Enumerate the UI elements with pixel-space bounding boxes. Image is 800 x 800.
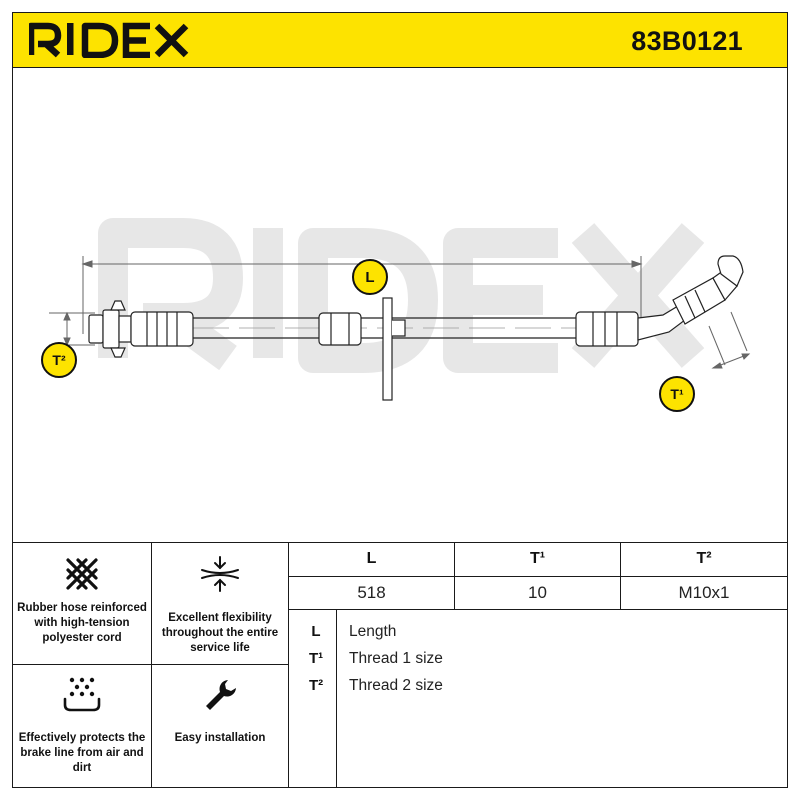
divider [336,609,337,788]
spec-value-thread1: 10 [528,583,547,602]
legend-value: Thread 2 size [349,677,443,694]
thread2-dimension [49,311,95,347]
divider [151,543,152,788]
protection-dots-icon [63,677,101,712]
feature-reinforced-hose: Rubber hose reinforced with high-tension… [13,543,151,664]
feature-label: Rubber hose reinforced with high-tension… [17,602,147,644]
feature-label: Effectively protects the brake line from… [18,732,146,774]
callout-length: L [352,259,388,295]
callout-thread1-label: T¹ [670,386,684,402]
callout-length-label: L [365,268,375,286]
braided-mesh-icon [66,558,98,590]
divider [288,609,787,610]
info-panel: Rubber hose reinforced with high-tension… [13,542,787,788]
spec-value-thread2: M10x1 [678,583,730,602]
feature-flexibility: Excellent flexibility throughout the ent… [152,543,288,664]
legend-key: L [311,623,321,640]
callout-thread2-label: T² [52,352,66,368]
thread1-dimension [708,311,751,369]
header-bar: 83B0121 [13,13,787,68]
legend-key: T² [309,677,324,694]
legend-value: Length [349,623,397,640]
divider [13,664,288,665]
hose-body [88,255,744,401]
hose-drawing [49,218,751,401]
flex-arrows-icon [201,556,239,592]
callout-thread1: T¹ [659,376,695,412]
spec-header-length: L [366,550,377,567]
divider [288,576,787,577]
feature-protection: Effectively protects the brake line from… [13,665,151,788]
feature-label: Easy installation [174,732,266,744]
feature-label: Excellent flexibility throughout the ent… [161,612,279,654]
hose-diagram: L T² T¹ [13,68,787,542]
ridex-logo-icon [27,22,189,59]
divider [288,543,289,788]
wrench-icon [206,680,236,710]
legend-value: Thread 1 size [349,650,443,667]
callout-thread2: T² [41,342,77,378]
legend-key: T¹ [309,650,324,667]
spec-value-length: 518 [357,583,386,602]
feature-easy-installation: Easy installation [152,665,288,788]
spec-header-thread2: T² [696,550,712,567]
part-number: 83B0121 [631,26,743,56]
spec-header-thread1: T¹ [529,550,546,567]
product-sheet: 83B0121 [12,12,788,788]
brand-logo [27,22,204,63]
